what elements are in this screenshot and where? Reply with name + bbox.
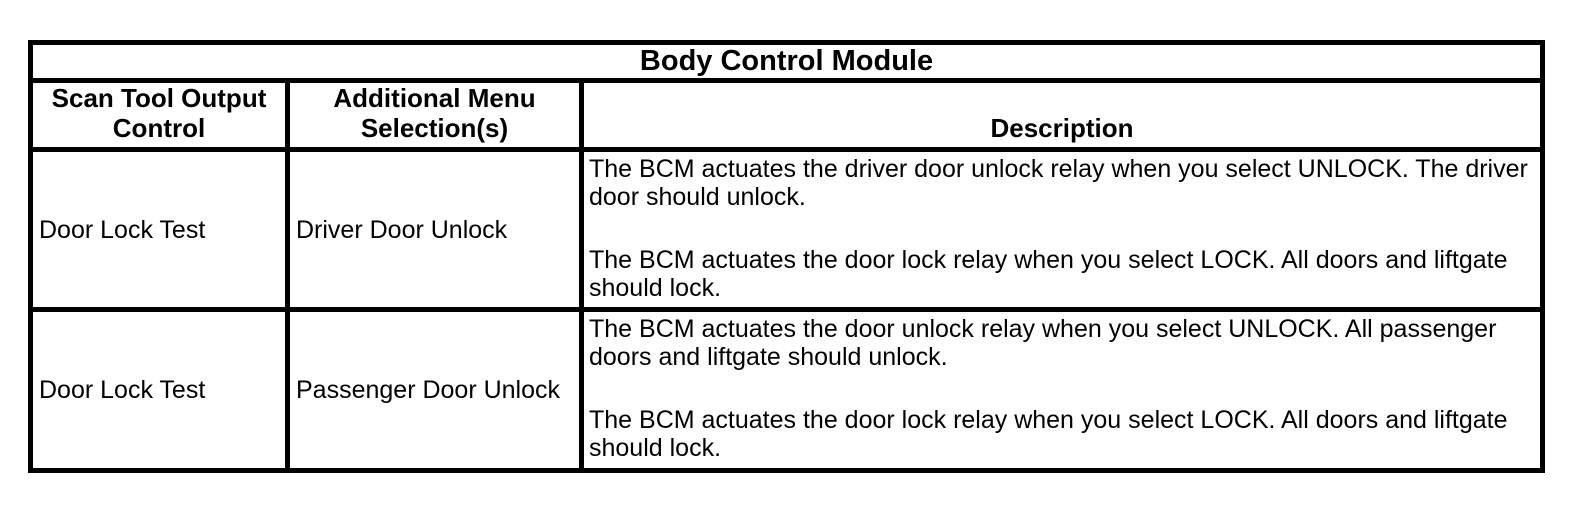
description-paragraph: The BCM actuates the driver door unlock … — [589, 155, 1528, 211]
column-header-scan-tool-output-control: Scan Tool Output Control — [28, 78, 290, 152]
table-row: Door Lock Test Passenger Door Unlock The… — [28, 307, 1545, 473]
table-row: Door Lock Test Driver Door Unlock The BC… — [28, 147, 1545, 312]
description-cell: The BCM actuates the door unlock relay w… — [579, 307, 1545, 473]
table-title-row: Body Control Module — [28, 40, 1545, 83]
body-control-module-table: Body Control Module Scan Tool Output Con… — [28, 40, 1545, 473]
table-header-row: Scan Tool Output Control Additional Menu… — [28, 78, 1545, 152]
scan-tool-output-control-cell: Door Lock Test — [28, 147, 290, 312]
column-header-description: Description — [579, 78, 1545, 152]
column-header-additional-menu-selections: Additional Menu Selection(s) — [285, 78, 584, 152]
description-cell: The BCM actuates the driver door unlock … — [579, 147, 1545, 312]
scan-tool-output-control-cell: Door Lock Test — [28, 307, 290, 473]
additional-menu-selection-cell: Passenger Door Unlock — [285, 307, 584, 473]
description-paragraph: The BCM actuates the door lock relay whe… — [589, 246, 1508, 302]
table-title: Body Control Module — [28, 40, 1545, 83]
description-paragraph: The BCM actuates the door lock relay whe… — [589, 406, 1508, 462]
description-paragraph: The BCM actuates the door unlock relay w… — [589, 315, 1497, 371]
additional-menu-selection-cell: Driver Door Unlock — [285, 147, 584, 312]
